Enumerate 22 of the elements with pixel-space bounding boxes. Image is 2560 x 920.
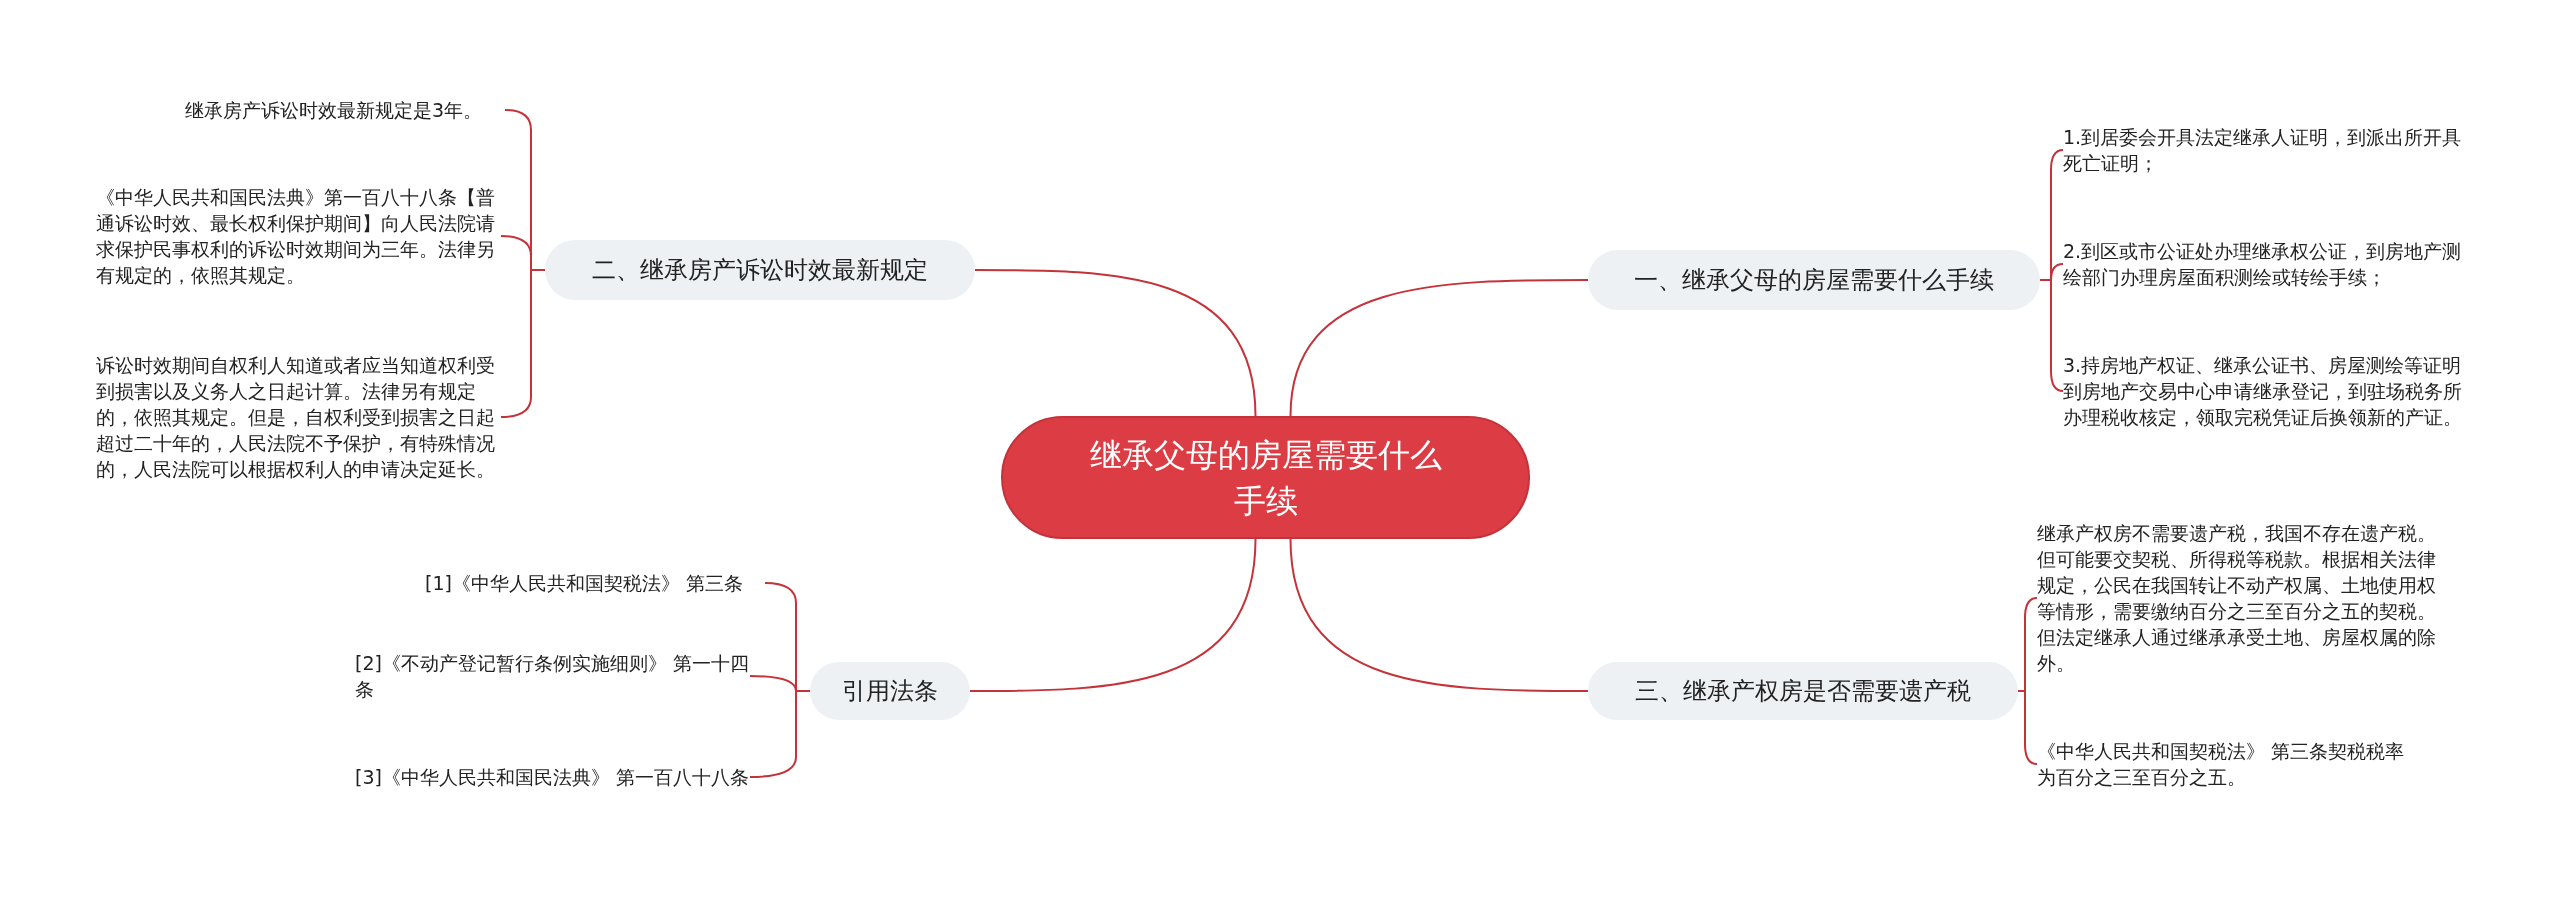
note-text: [2]《不动产登记暂行条例实施细则》 第一十四条 [355,650,750,702]
topic-box: 三、继承产权房是否需要遗产税 [1588,662,2018,720]
central-topic: 继承父母的房屋需要什么手续 [1001,416,1530,539]
connector-line [969,538,1257,692]
note-text: 1.到居委会开具法定继承人证明，到派出所开具死亡证明； [2063,124,2468,176]
note-text: 3.持房地产权证、继承公证书、房屋测绘等证明到房地产交易中心申请继承登记，到驻场税务所办理税收核定，领取完税凭证后换领新的产证。 [2063,352,2473,430]
topic-box: 二、继承房产诉讼时效最新规定 [545,240,975,300]
note-text: [3]《中华人民共和国民法典》 第一百八十八条 [355,764,750,790]
note-text: 2.到区或市公证处办理继承权公证，到房地产测绘部门办理房屋面积测绘或转绘手续； [2063,238,2468,290]
topic-box: 引用法条 [810,662,970,720]
connector-line [1289,279,1589,417]
connector-line [2017,690,2038,765]
note-text: 继承房产诉讼时效最新规定是3年。 [185,97,505,123]
connector-line [749,690,811,778]
note-text: 诉讼时效期间自权利人知道或者应当知道权利受到损害以及义务人之日起计算。法律另有规定的，依照其规定。但是，自权利受到损害之日起超过二十年的，人民法院不予保护，有特殊情况的，人民法院可以根据权利人的申请决定延长。 [96,352,501,482]
note-text: 继承产权房不需要遗产税，我国不存在遗产税。但可能要交契税、所得税等税款。根据相关法律规定，公民在我国转让不动产权属、土地使用权等情形，需要缴纳百分之三至百分之五的契税。但法定继承人通过继承承受土地、房屋权属的除外。 [2037,520,2442,676]
connector-line [1289,538,1589,692]
note-text: 《中华人民共和国民法典》第一百八十八条【普通诉讼时效、最长权利保护期间】向人民法院请求保护民事权利的诉讼时效期间为三年。法律另有规定的，依照其规定。 [96,184,501,288]
connector-line [974,269,1257,417]
note-text: 《中华人民共和国契税法》 第三条契税税率为百分之三至百分之五。 [2037,738,2422,790]
topic-box: 一、继承父母的房屋需要什么手续 [1588,250,2040,310]
note-text: [1]《中华人民共和国契税法》 第三条 [425,570,765,596]
